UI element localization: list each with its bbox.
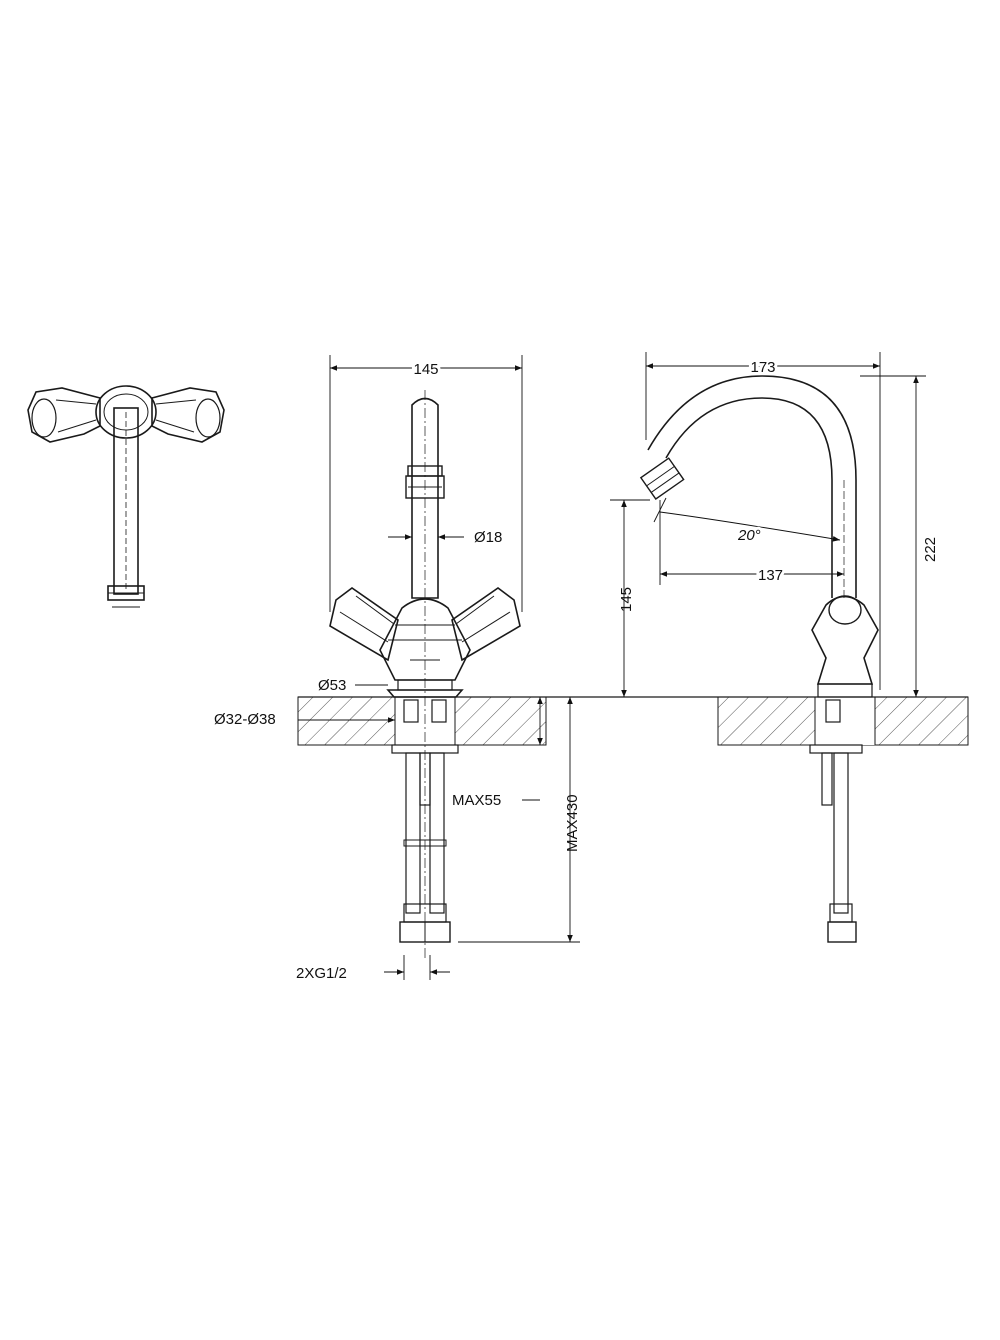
label-connection: 2XG1/2 [296, 965, 347, 982]
label-spout-offset: 137 [758, 567, 783, 584]
front-view [297, 390, 600, 960]
dimension-lines [298, 352, 926, 980]
label-front-width: 145 [413, 361, 438, 378]
label-base-diameter: Ø53 [318, 677, 346, 694]
label-spout-height: 145 [618, 587, 635, 612]
label-side-reach: 173 [750, 359, 775, 376]
top-view [27, 385, 225, 608]
label-side-height: 222 [922, 537, 939, 562]
side-view [600, 375, 969, 943]
label-max-thickness: MAX55 [452, 792, 501, 809]
dimension-labels: 145 Ø18 Ø53 Ø32-Ø38 MAX55 MAX430 2XG1/2 … [214, 356, 939, 982]
label-hole-diameter: Ø32-Ø38 [214, 711, 276, 728]
label-spout-diameter: Ø18 [474, 529, 502, 546]
label-max-hose: MAX430 [564, 794, 581, 852]
label-spout-angle: 20° [737, 527, 761, 544]
